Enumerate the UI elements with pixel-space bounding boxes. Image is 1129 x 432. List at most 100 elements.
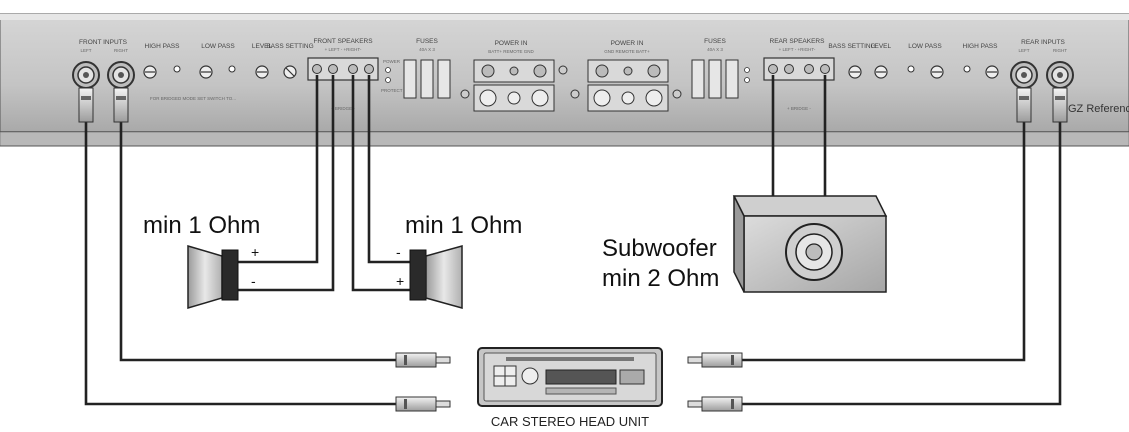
rca-plug-front-left [395,396,451,412]
front-input-left-label: LEFT [80,48,91,53]
knob-front-bass-setting[interactable] [283,65,297,79]
rca-cable-rear-right [740,120,1062,406]
rear-speakers-sub: + LEFT - +RIGHT- [779,47,816,52]
terminal-rear-right-plus[interactable] [804,64,814,74]
fuse [708,59,722,99]
rca-plug [113,87,129,123]
terminal-remote[interactable] [509,66,519,76]
front-controls: HIGH PASS LOW PASS LEVEL BASS SETTING FO… [143,43,314,101]
terminal-front-left-plus[interactable] [312,64,322,74]
terminal-batt-plus[interactable] [647,64,661,78]
switch-front-high-pass[interactable] [173,65,181,73]
front-bridge-label: + BRIDGE - [331,106,355,111]
protect-label: PROTECT [381,88,403,93]
rear-input-left-label: LEFT [1018,48,1029,53]
rca-cable-front-left [84,120,398,406]
rca-jack-rear-right[interactable] [1046,61,1074,89]
rear-control-label: LOW PASS [908,43,942,50]
power-in-sub: GND REMOTE BATT+ [604,49,650,54]
power-label: POWER [383,59,401,64]
mount-screw [558,65,568,75]
terminal-batt-plus[interactable] [481,64,495,78]
rca-cable-rear-left [740,120,1026,362]
head-unit-caption: CAR STEREO HEAD UNIT [491,414,649,429]
power-in-title: POWER IN [495,40,528,47]
rca-jack-rear-left[interactable] [1010,61,1038,89]
rear-control-label: BASS SETTING [828,43,875,50]
left-speaker-polarity-minus: - [251,273,256,289]
terminal-rear-left-minus[interactable] [784,64,794,74]
front-control-label: HIGH PASS [145,43,181,50]
fuses-sub: 40A X 3 [707,47,723,52]
front-input-right-label: RIGHT [114,48,128,53]
terminal-rear-right-minus[interactable] [820,64,830,74]
knob-rear-low-pass[interactable] [930,65,944,79]
fuse-block-right: FUSES 40A X 3 [691,38,750,99]
terminal-remote[interactable] [623,66,633,76]
rca-plug-rear-right [687,396,743,412]
protect-led [385,77,391,83]
knob-front-low-pass[interactable] [199,65,213,79]
knob-front-high-pass[interactable] [143,65,157,79]
rear-inputs: REAR INPUTS LEFT RIGHT GZ Reference 4 [1010,39,1129,115]
power-led [385,67,391,73]
rca-jack-front-left[interactable] [72,61,100,89]
car-stereo-head-unit: CAR STEREO HEAD UNIT [477,347,663,429]
knob-rear-level[interactable] [874,65,888,79]
right-speaker-label: min 1 Ohm [405,212,522,239]
left-speaker-label: min 1 Ohm [143,212,260,239]
speaker-wire-left-minus [238,75,335,292]
speaker-wire-right-plus [351,75,410,292]
mount-screw [460,89,470,99]
switch-rear-low-pass[interactable] [907,65,915,73]
right-speaker-polarity-minus: - [396,244,401,260]
rca-plug-rear-left [687,352,743,368]
knob-rear-bass-setting[interactable] [848,65,862,79]
fuse-block-left: FUSES 40A X 3 [403,38,470,99]
volume-knob[interactable] [521,367,539,385]
fuses-title: FUSES [704,38,726,45]
preset-buttons[interactable] [545,387,617,395]
knob-front-level[interactable] [255,65,269,79]
rca-jack-front-right[interactable] [107,61,135,89]
cd-slot [506,357,634,361]
left-speaker-polarity-plus: + [251,244,259,260]
front-control-label: LEVEL [252,43,273,50]
wires [84,75,1062,406]
power-in-title: POWER IN [611,40,644,47]
front-inputs: FRONT INPUTS LEFT RIGHT [72,39,135,89]
terminal-gnd[interactable] [595,64,609,78]
fuses-title: FUSES [416,38,438,45]
terminal-front-right-plus[interactable] [348,64,358,74]
power-led [744,67,750,73]
terminal-gnd[interactable] [533,64,547,78]
front-control-label: LOW PASS [201,43,235,50]
power-in-left: POWER IN BATT+ REMOTE GND [473,40,580,112]
switch-rear-high-pass[interactable] [963,65,971,73]
subwoofer-label: Subwoofer [602,235,717,262]
display-screen [545,369,617,385]
terminal-front-left-minus[interactable] [328,64,338,74]
rear-control-label: LEVEL [871,43,892,50]
power-in-sub: BATT+ REMOTE GND [488,49,534,54]
bridged-note: FOR BRIDGED MODE SET SWITCH TO... [150,96,236,101]
fuse [403,59,417,99]
left-speaker: min 1 Ohm + - [143,212,260,310]
rear-inputs-title: REAR INPUTS [1021,39,1065,46]
terminal-rear-left-plus[interactable] [768,64,778,74]
amplifier-panel [0,13,1129,147]
head-unit-button[interactable] [619,369,645,385]
protect-led [744,77,750,83]
knob-rear-high-pass[interactable] [985,65,999,79]
rca-plug-front-right [395,352,451,368]
front-control-label: BASS SETTING [266,43,313,50]
subwoofer-impedance-label: min 2 Ohm [602,265,719,292]
front-speaker-terminals: FRONT SPEAKERS + LEFT - +RIGHT- + BRIDGE… [307,38,403,111]
front-inputs-title: FRONT INPUTS [79,39,128,46]
switch-front-low-pass[interactable] [228,65,236,73]
rca-plug [78,87,94,123]
brand-logo-text: GZ Reference 4 [1068,103,1129,115]
terminal-front-right-minus[interactable] [364,64,374,74]
rca-plugs-amp [78,87,1068,123]
